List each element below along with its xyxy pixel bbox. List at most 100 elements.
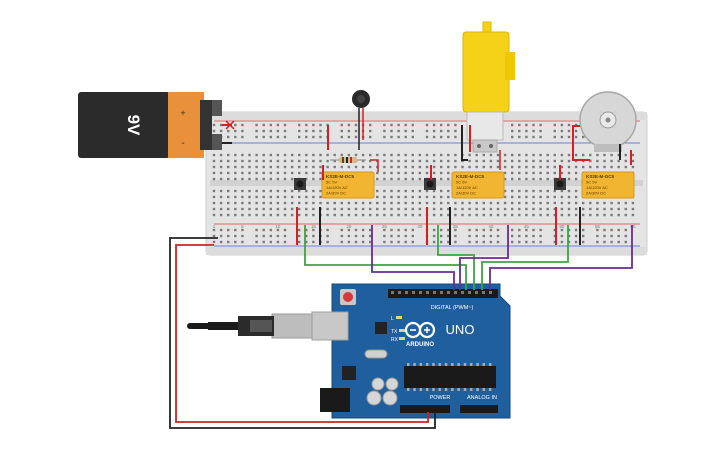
- arduino-uno[interactable]: DIGITAL (PWM~) ARDUINO UNO L TX RX: [320, 283, 511, 419]
- breadboard-hole: [560, 213, 564, 217]
- breadboard-hole: [390, 207, 393, 211]
- vibration-motor[interactable]: [352, 90, 370, 150]
- breadboard-hole: [219, 195, 223, 199]
- breadboard-hole: [234, 171, 237, 175]
- breadboard-hole: [440, 159, 443, 163]
- breadboard-hole: [340, 207, 343, 211]
- breadboard-hole: [532, 201, 535, 205]
- breadboard-hole: [241, 240, 244, 244]
- breadboard-hole: [574, 189, 578, 193]
- dc-motor[interactable]: [579, 91, 637, 152]
- breadboard-hole: [212, 189, 216, 193]
- breadboard-hole: [582, 240, 585, 244]
- breadboard-hole: [574, 207, 578, 211]
- breadboard-hole: [298, 123, 301, 127]
- breadboard-hole: [447, 213, 450, 217]
- breadboard-hole: [425, 153, 429, 157]
- breadboard-hole: [347, 207, 351, 211]
- breadboard-hole: [376, 177, 379, 181]
- breadboard-hole: [383, 195, 386, 199]
- relay-text: KS2E-M-DC5: [456, 174, 485, 179]
- power-jack[interactable]: [320, 388, 350, 412]
- breadboard-hole: [262, 153, 265, 157]
- breadboard-hole: [454, 213, 457, 217]
- breadboard-hole: [234, 165, 237, 169]
- breadboard-hole: [390, 189, 393, 193]
- resistor[interactable]: [330, 157, 366, 163]
- breadboard-hole: [567, 153, 571, 157]
- breadboard-hole: [361, 207, 365, 211]
- breadboard-hole: [404, 171, 407, 175]
- breadboard-hole: [475, 207, 478, 211]
- breadboard-hole: [589, 159, 592, 163]
- breadboard-hole: [234, 195, 237, 199]
- push-button-cap: [556, 180, 564, 188]
- breadboard-hole: [248, 159, 251, 163]
- usb-cable[interactable]: [187, 311, 349, 341]
- breadboard-column-number: 10: [275, 224, 281, 229]
- breadboard-hole: [489, 207, 493, 211]
- breadboard-hole: [248, 177, 251, 181]
- chip-pin: [438, 363, 441, 366]
- breadboard-hole: [262, 195, 265, 199]
- battery-9v[interactable]: + - 9V: [78, 92, 222, 158]
- breadboard-hole: [553, 189, 556, 193]
- breadboard-hole: [290, 171, 294, 175]
- breadboard-column-number: 30: [417, 224, 423, 229]
- breadboard-hole: [241, 201, 244, 205]
- breadboard-hole: [333, 165, 336, 169]
- breadboard-hole: [319, 165, 322, 169]
- l-led-label: L: [391, 316, 394, 322]
- breadboard-hole: [390, 177, 393, 181]
- breadboard-hole: [418, 177, 422, 181]
- breadboard-hole: [326, 213, 329, 217]
- breadboard-hole: [312, 189, 315, 193]
- breadboard-hole: [283, 171, 287, 175]
- breadboard-hole: [212, 153, 216, 157]
- breadboard-hole: [361, 201, 365, 205]
- breadboard-hole: [390, 165, 393, 169]
- breadboard-hole: [390, 159, 393, 163]
- breadboard-hole: [219, 189, 223, 193]
- breadboard-hole: [610, 213, 613, 217]
- breadboard-hole: [440, 135, 443, 139]
- breadboard-hole: [574, 234, 578, 238]
- breadboard-hole: [411, 171, 414, 175]
- breadboard-hole: [567, 240, 571, 244]
- breadboard-hole: [411, 234, 414, 238]
- breadboard-hole: [503, 201, 507, 205]
- header-pin: [475, 291, 478, 294]
- breadboard-hole: [468, 153, 471, 157]
- breadboard-hole: [532, 129, 535, 133]
- breadboard-column-number: 35: [453, 224, 459, 229]
- breadboard-hole: [489, 153, 493, 157]
- push-button[interactable]: [554, 178, 566, 190]
- breadboard-hole: [283, 159, 287, 163]
- gear-motor[interactable]: [462, 21, 515, 153]
- breadboard-hole: [624, 201, 627, 205]
- breadboard-hole: [312, 159, 315, 163]
- breadboard-hole: [312, 228, 315, 232]
- breadboard-hole: [234, 123, 237, 127]
- breadboard-hole: [219, 177, 223, 181]
- breadboard-hole: [383, 207, 386, 211]
- breadboard-hole: [404, 135, 407, 139]
- breadboard-hole: [262, 129, 265, 133]
- breadboard-hole: [432, 135, 436, 139]
- breadboard-hole: [610, 153, 613, 157]
- breadboard-hole: [539, 135, 542, 139]
- breadboard-hole: [404, 207, 407, 211]
- relay-text: 5C 5V: [456, 180, 467, 185]
- power-header: [400, 405, 450, 413]
- push-button[interactable]: [424, 178, 436, 190]
- breadboard-hole: [404, 153, 407, 157]
- breadboard-hole: [624, 207, 627, 211]
- breadboard-hole: [404, 234, 407, 238]
- breadboard-hole: [518, 129, 521, 133]
- push-button[interactable]: [294, 178, 306, 190]
